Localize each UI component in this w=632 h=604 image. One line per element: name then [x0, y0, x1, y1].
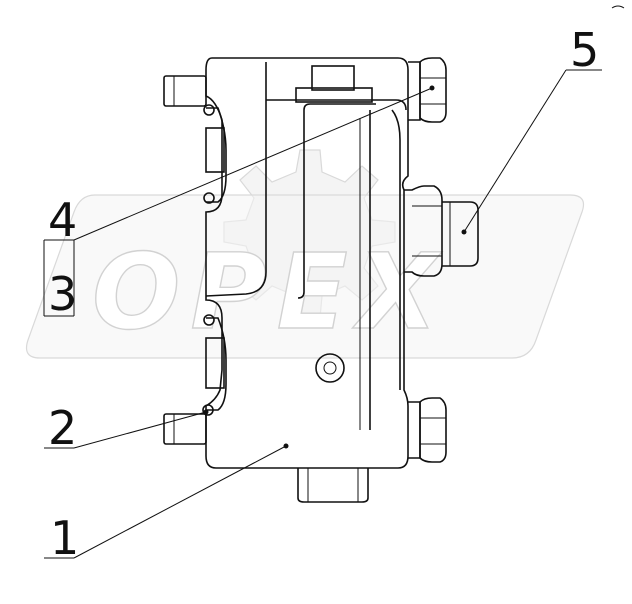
watermark-badge: [25, 194, 585, 359]
watermark: OPEX: [25, 149, 585, 359]
callout-5: 5: [570, 23, 599, 77]
callout-3: 3: [48, 267, 77, 321]
left-studs: [163, 75, 227, 445]
callout-4: 4: [48, 193, 77, 247]
callout-1: 1: [50, 511, 79, 565]
right-fittings: [404, 57, 479, 463]
watermark-text: OPEX: [92, 231, 448, 353]
leader-lines: [43, 69, 602, 559]
callout-2: 2: [48, 401, 77, 455]
corner-tick: [611, 5, 625, 9]
